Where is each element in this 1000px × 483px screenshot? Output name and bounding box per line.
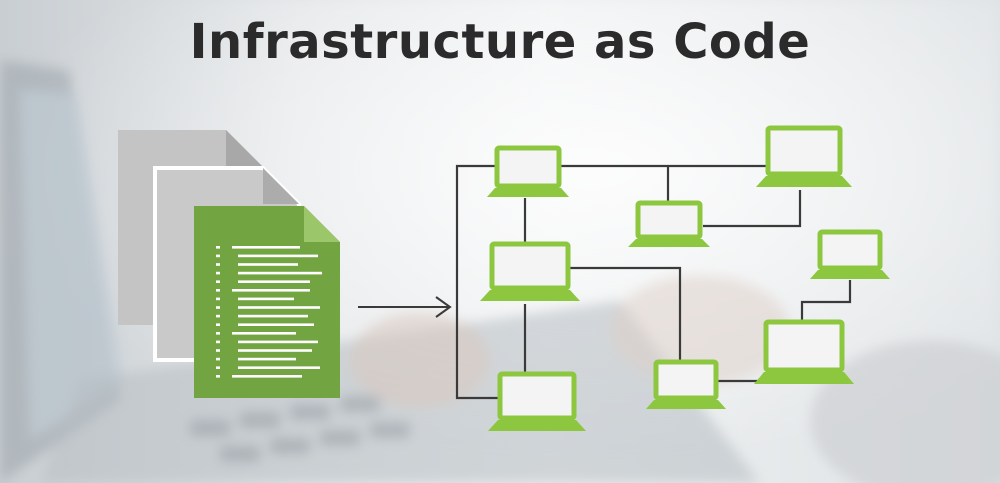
- code-line: [232, 289, 310, 292]
- code-line-bullet: [216, 349, 220, 352]
- laptop-icon: [480, 241, 580, 301]
- code-line-bullet: [216, 340, 220, 344]
- code-line: [238, 366, 320, 369]
- laptop-icon: [810, 229, 890, 279]
- code-line-bullet: [216, 323, 220, 326]
- code-line: [238, 297, 294, 301]
- code-line: [232, 375, 302, 378]
- code-line-bullet: [216, 254, 220, 258]
- code-line-bullet: [216, 306, 220, 309]
- code-line: [238, 349, 312, 352]
- network-connectors: [455, 164, 852, 400]
- code-line-bullet: [216, 332, 220, 335]
- code-line: [238, 254, 318, 258]
- laptop-icon: [488, 371, 586, 431]
- code-line: [238, 357, 296, 361]
- code-line: [238, 340, 318, 344]
- code-line-bullet: [216, 280, 220, 283]
- code-line: [232, 246, 300, 249]
- code-line-bullet: [216, 263, 220, 266]
- laptop-network: [480, 125, 890, 431]
- code-line: [232, 332, 296, 335]
- code-line: [238, 323, 314, 326]
- laptop-icon: [754, 319, 854, 384]
- code-line-bullet: [216, 375, 220, 378]
- laptop-icon: [487, 145, 569, 197]
- code-document-stack: [118, 130, 340, 398]
- arrow-icon: [358, 296, 452, 318]
- code-line: [238, 263, 298, 266]
- code-line: [238, 280, 310, 283]
- code-line-bullet: [216, 357, 220, 361]
- laptop-icon: [646, 359, 726, 409]
- laptop-icon: [628, 200, 710, 247]
- laptop-icon: [756, 125, 852, 187]
- code-line-bullet: [216, 297, 220, 301]
- code-document-icon: [194, 206, 340, 398]
- page-title: Infrastructure as Code: [189, 14, 811, 70]
- code-line-bullet: [216, 271, 220, 275]
- code-line-bullet: [216, 246, 220, 249]
- code-line: [238, 306, 320, 309]
- code-line-bullet: [216, 314, 220, 318]
- code-line-bullet: [216, 366, 220, 369]
- code-line: [238, 271, 322, 275]
- code-line-bullet: [216, 289, 220, 292]
- code-line: [238, 314, 308, 318]
